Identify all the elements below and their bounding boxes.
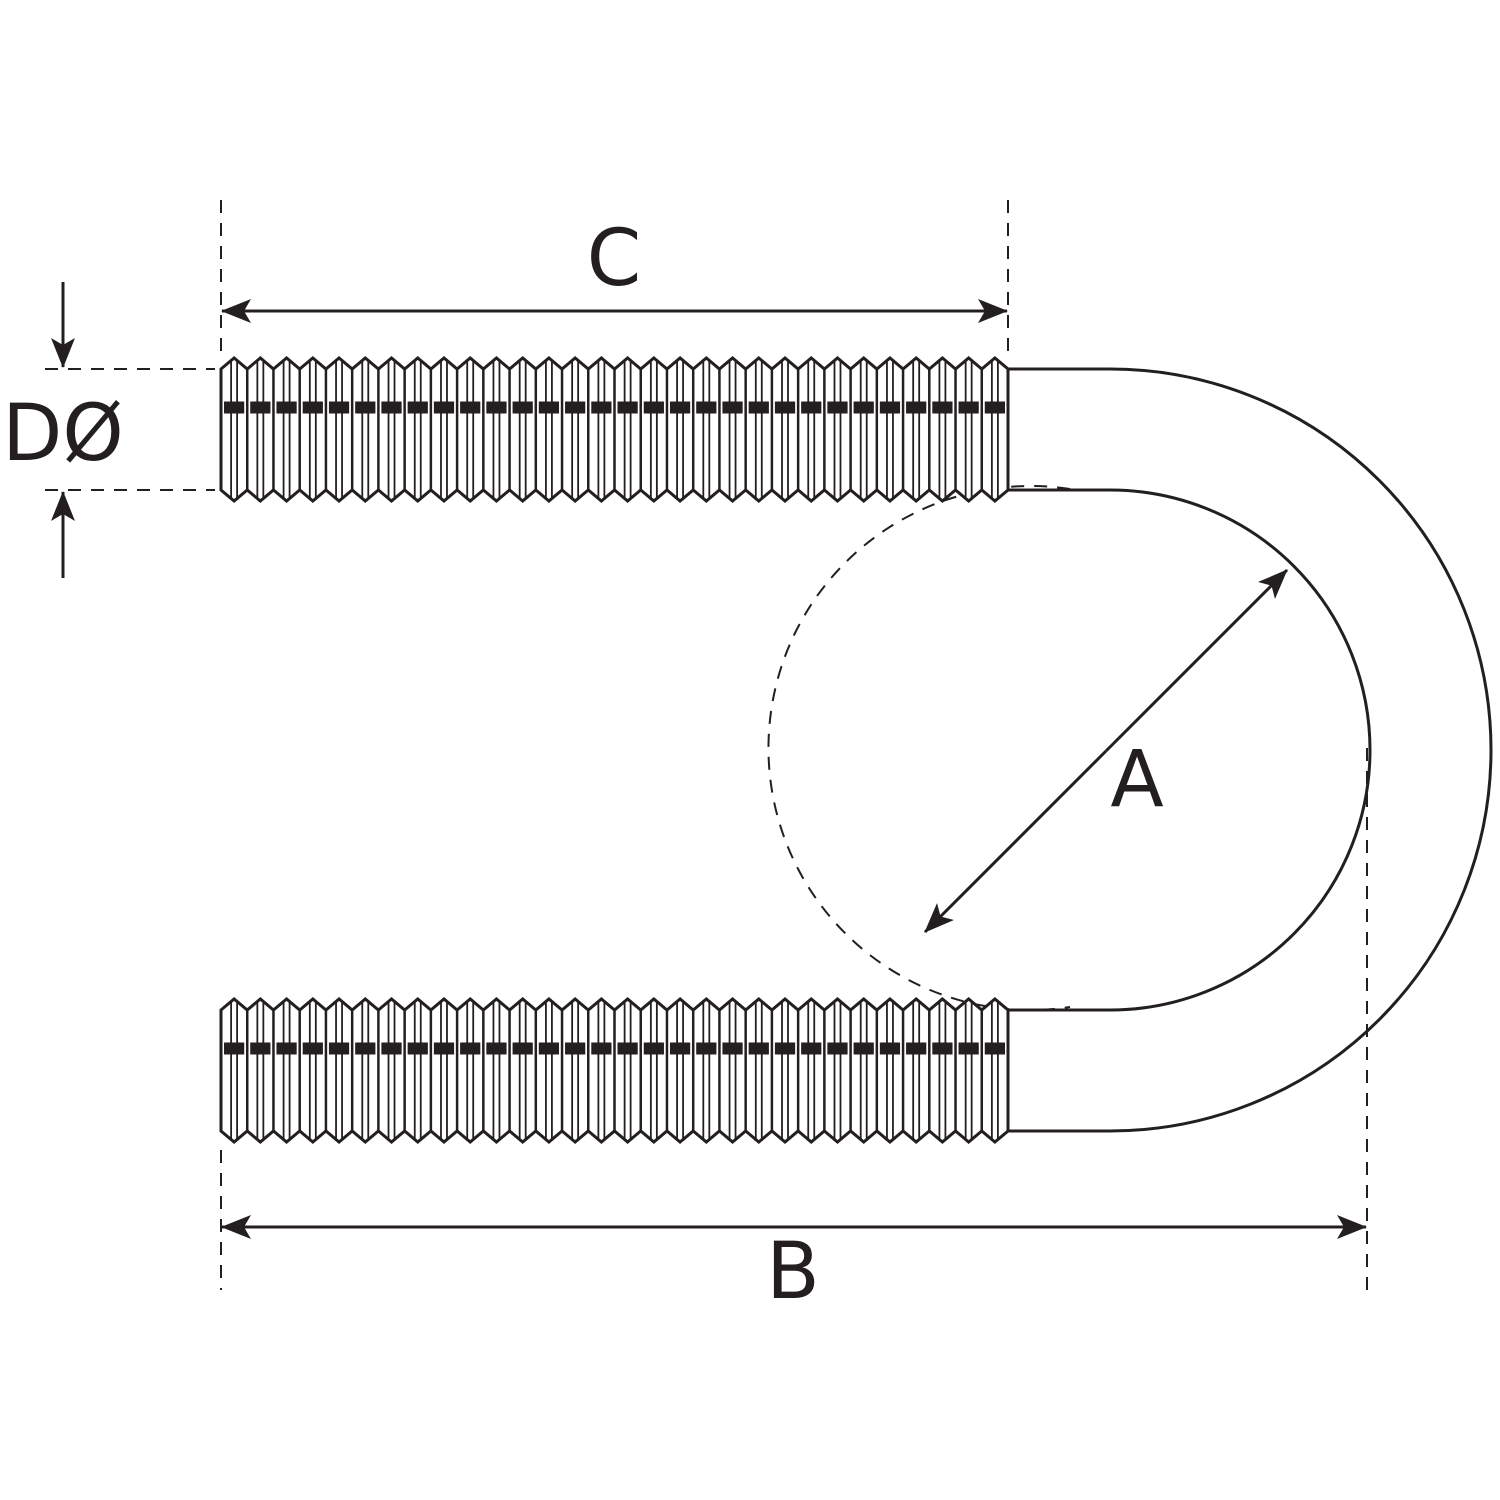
thread-band <box>355 401 376 414</box>
thread-band <box>696 401 717 414</box>
thread-band <box>460 1042 481 1055</box>
dimension-lines <box>51 282 1367 1239</box>
thread-band <box>565 1042 586 1055</box>
thread-band <box>696 1042 717 1055</box>
thread-band <box>984 401 1005 414</box>
dimension-a-label: A <box>1110 735 1163 825</box>
thread-band <box>591 401 612 414</box>
thread-band <box>486 1042 507 1055</box>
thread-band <box>932 401 953 414</box>
thread-band <box>958 401 979 414</box>
thread-band <box>643 1042 664 1055</box>
inner-diameter-circle <box>767 485 1071 1011</box>
thread-band <box>512 1042 533 1055</box>
thread-band <box>224 1042 245 1055</box>
thread-band <box>801 1042 822 1055</box>
thread-band <box>538 401 560 414</box>
threaded-shank-bottom <box>219 997 1010 1144</box>
thread-band <box>355 1042 376 1055</box>
thread-band <box>906 1042 927 1055</box>
thread-band <box>617 401 638 414</box>
threaded-shank-top <box>219 356 1010 503</box>
thread-band <box>643 401 664 414</box>
dimension-a-line <box>923 749 1108 934</box>
thread-band <box>328 1042 350 1055</box>
thread-band <box>827 1042 848 1055</box>
thread-band <box>958 1042 979 1055</box>
thread-band <box>722 401 743 414</box>
thread-band <box>433 1042 455 1055</box>
thread-band <box>250 401 271 414</box>
thread-band <box>591 1042 612 1055</box>
thread-band <box>276 401 297 414</box>
thread-band <box>748 401 769 414</box>
thread-band <box>381 401 402 414</box>
thread-band <box>853 1042 874 1055</box>
thread-band <box>984 1042 1005 1055</box>
thread-band <box>879 1042 901 1055</box>
bend-outer-edge <box>1008 367 1493 1133</box>
thread-band <box>774 1042 796 1055</box>
thread-band <box>801 401 822 414</box>
u-bolt <box>219 356 1493 1144</box>
thread-band <box>617 1042 638 1055</box>
thread-band <box>722 1042 743 1055</box>
dimension-d-label: DØ <box>2 389 123 479</box>
thread-band <box>381 1042 402 1055</box>
thread-band <box>853 401 874 414</box>
dimension-b-label: B <box>766 1227 820 1317</box>
thread-band <box>328 401 350 414</box>
thread-band <box>407 1042 428 1055</box>
thread-band <box>827 401 848 414</box>
thread-band <box>669 1042 691 1055</box>
dimension-a-line <box>1104 568 1289 753</box>
thread-band <box>669 401 691 414</box>
thread-band <box>460 401 481 414</box>
thread-band <box>302 1042 323 1055</box>
thread-band <box>906 401 927 414</box>
thread-band <box>250 1042 271 1055</box>
thread-band <box>879 401 901 414</box>
thread-band <box>302 401 323 414</box>
thread-band <box>486 401 507 414</box>
thread-band <box>774 401 796 414</box>
thread-band <box>538 1042 560 1055</box>
thread-band <box>407 401 428 414</box>
bend-inner-edge <box>1008 488 1372 1012</box>
dimension-c-label: C <box>587 214 641 304</box>
thread-band <box>748 1042 769 1055</box>
thread-band <box>224 401 245 414</box>
thread-band <box>932 1042 953 1055</box>
thread-band <box>433 401 455 414</box>
thread-band <box>512 401 533 414</box>
thread-band <box>276 1042 297 1055</box>
thread-band <box>565 401 586 414</box>
